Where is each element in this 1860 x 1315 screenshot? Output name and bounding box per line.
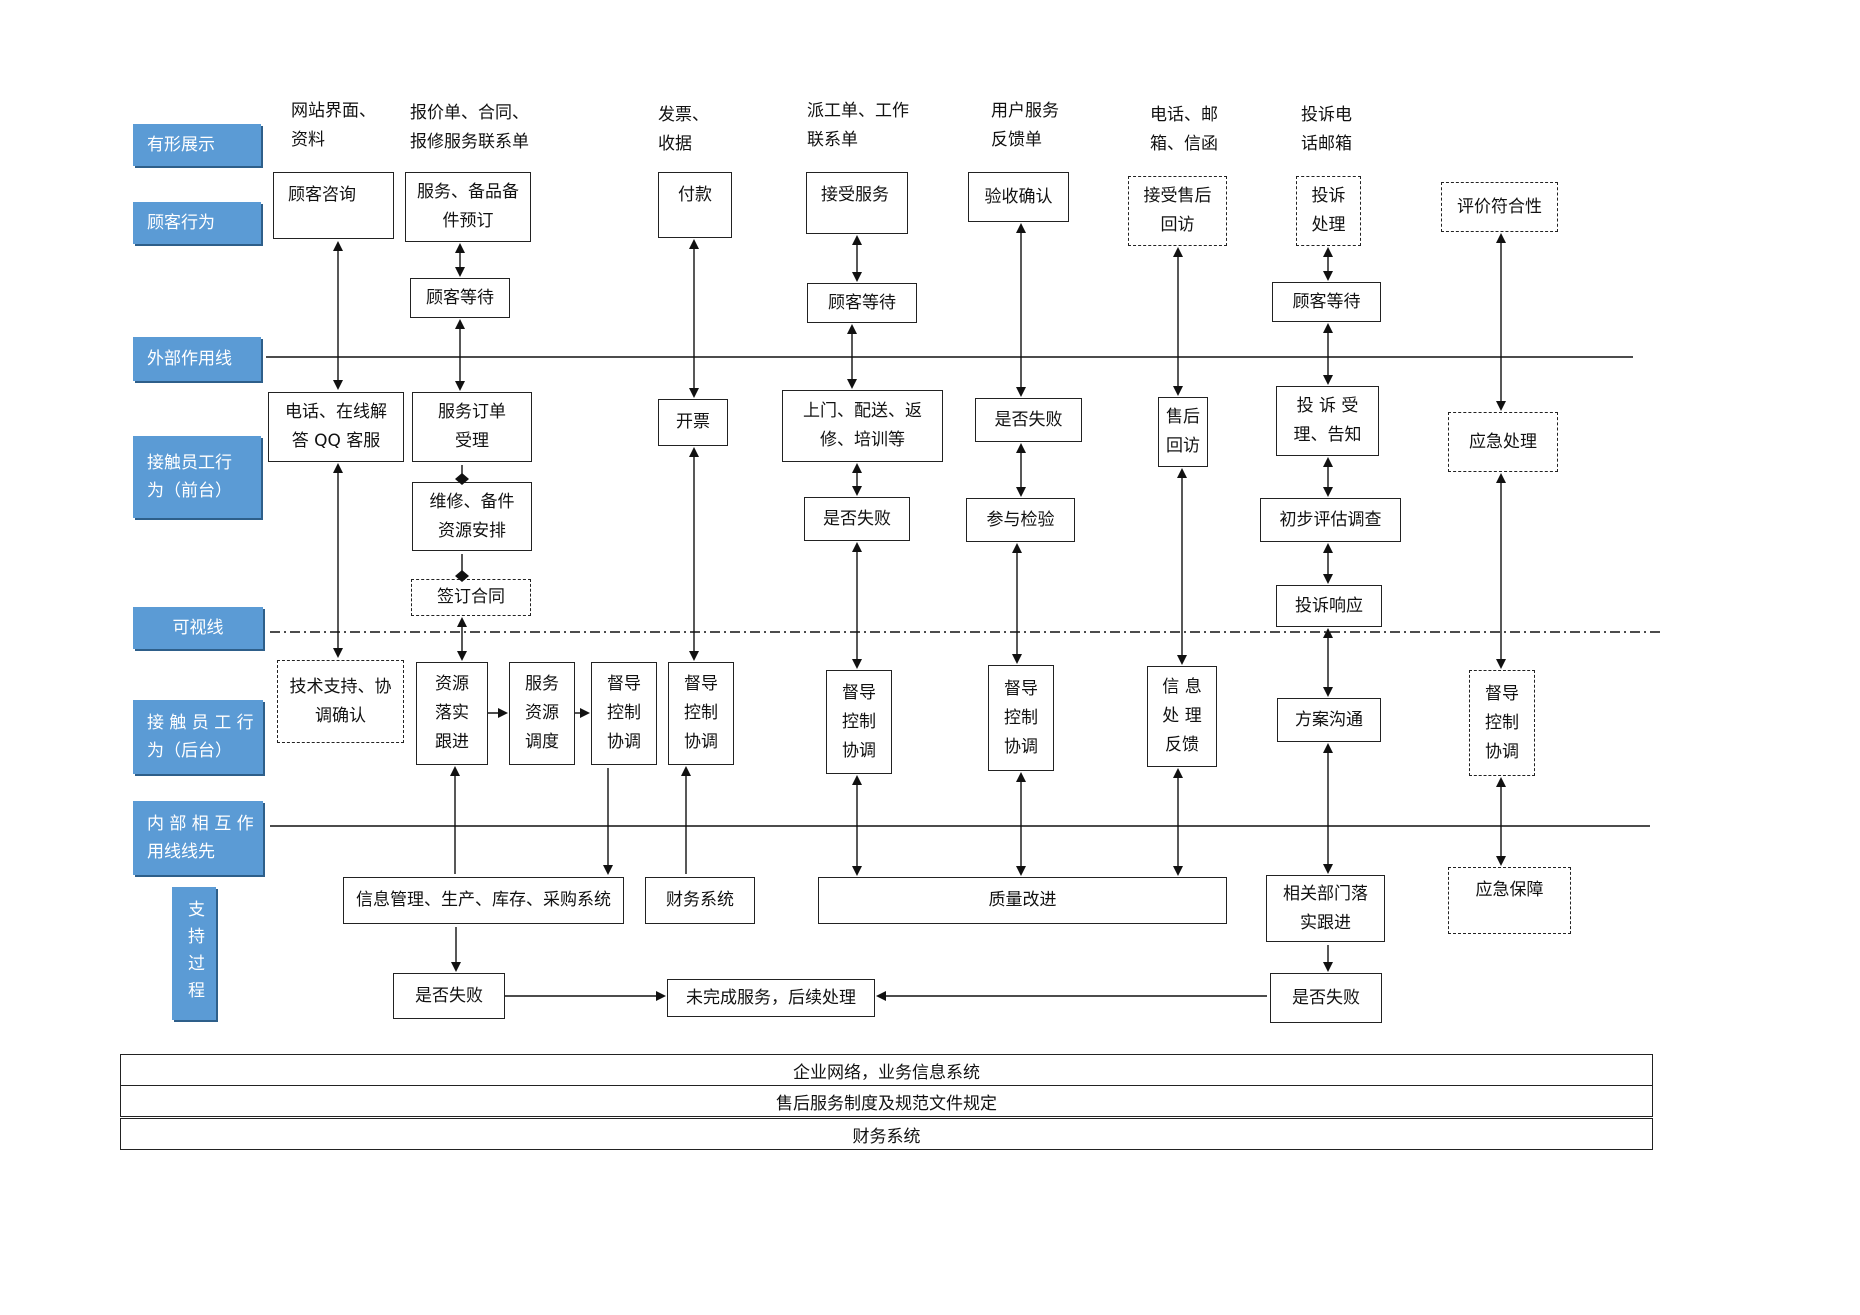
evidence-invoice: 发票、 收据: [658, 105, 709, 154]
box-support-fail-a: 是否失败: [393, 973, 505, 1019]
lane-backstage: 接 触 员 工 行 为（后台）: [133, 700, 263, 774]
box-customer-complain: 投诉 处理: [1296, 176, 1361, 246]
box-front-assess: 初步评估调查: [1260, 498, 1401, 542]
box-back-supervise-2: 督导 控制 协调: [668, 662, 734, 765]
box-front-revisit: 售后 回访: [1158, 397, 1208, 467]
box-customer-accept: 接受服务: [806, 172, 908, 234]
box-back-resource-1: 资源 落实 跟进: [416, 662, 488, 765]
box-front-onsite: 上门、配送、返 修、培训等: [782, 390, 943, 462]
band-regulations: 售后服务制度及规范文件规定: [120, 1085, 1653, 1117]
box-front-fail-2: 是否失败: [975, 398, 1082, 442]
band-finance: 财务系统: [120, 1118, 1653, 1150]
lane-customer-actions: 顾客行为: [133, 202, 261, 244]
evidence-complaint-mail: 投诉电 话邮箱: [1301, 105, 1352, 154]
evidence-dispatch: 派工单、工作 联系单: [807, 101, 909, 150]
box-customer-pay: 付款: [658, 172, 732, 238]
box-back-tech: 技术支持、协 调确认: [277, 660, 404, 743]
box-customer-wait-3: 顾客等待: [1272, 282, 1381, 322]
lane-interaction-line: 外部作用线: [133, 337, 261, 381]
box-front-repair: 维修、备件 资源安排: [412, 482, 532, 551]
lane-support: 支持过程: [172, 887, 216, 1020]
box-customer-wait-1: 顾客等待: [410, 278, 510, 318]
box-customer-evaluate: 评价符合性: [1441, 182, 1558, 232]
box-support-quality: 质量改进: [818, 877, 1227, 924]
box-back-info: 信 息 处 理 反馈: [1147, 666, 1217, 767]
lane-physical-evidence: 有形展示: [133, 124, 261, 166]
box-front-emergency: 应急处理: [1448, 412, 1558, 472]
box-back-supervise-5: 督导 控制 协调: [1469, 670, 1535, 776]
box-support-unfinished: 未完成服务，后续处理: [667, 979, 875, 1017]
box-back-resource-2: 服务 资源 调度: [509, 662, 575, 765]
box-front-order: 服务订单 受理: [412, 392, 532, 462]
evidence-website: 网站界面、 资料: [291, 101, 376, 150]
box-support-dept: 相关部门落 实跟进: [1266, 875, 1385, 942]
evidence-quote: 报价单、合同、 报修服务联系单: [410, 103, 529, 152]
evidence-mail: 电话、邮 箱、信函: [1150, 105, 1218, 154]
box-front-invoice: 开票: [658, 399, 728, 446]
box-support-guarantee: 应急保障: [1448, 867, 1571, 934]
box-customer-consult: 顾客咨询: [273, 172, 394, 239]
box-support-finance: 财务系统: [645, 877, 755, 924]
box-front-inspect: 参与检验: [966, 498, 1075, 542]
box-customer-wait-2: 顾客等待: [807, 283, 917, 323]
box-back-supervise-1: 督导 控制 协调: [591, 662, 657, 765]
box-customer-order: 服务、备品备 件预订: [405, 172, 531, 242]
band-network: 企业网络，业务信息系统: [120, 1054, 1653, 1086]
box-back-supervise-4: 督导 控制 协调: [988, 665, 1054, 771]
lane-internal-line: 内 部 相 互 作 用线线先: [133, 801, 263, 875]
box-front-phone: 电话、在线解 答 QQ 客服: [268, 392, 404, 462]
lane-visibility-line: 可视线: [133, 607, 263, 649]
box-support-infosys: 信息管理、生产、库存、采购系统: [343, 877, 624, 924]
box-back-supervise-3: 督导 控制 协调: [826, 670, 892, 774]
box-support-fail-b: 是否失败: [1270, 973, 1382, 1023]
box-customer-revisit: 接受售后 回访: [1128, 176, 1227, 246]
box-back-plan: 方案沟通: [1277, 698, 1381, 742]
evidence-feedback: 用户服务 反馈单: [991, 101, 1059, 150]
box-front-contract: 签订合同: [411, 579, 531, 616]
box-front-fail-1: 是否失败: [804, 497, 910, 541]
box-front-accept-complaint: 投 诉 受 理、告知: [1276, 386, 1379, 456]
box-customer-check: 验收确认: [968, 172, 1069, 222]
lane-frontstage: 接触员工行 为（前台）: [133, 436, 261, 518]
box-front-respond: 投诉响应: [1276, 585, 1382, 627]
